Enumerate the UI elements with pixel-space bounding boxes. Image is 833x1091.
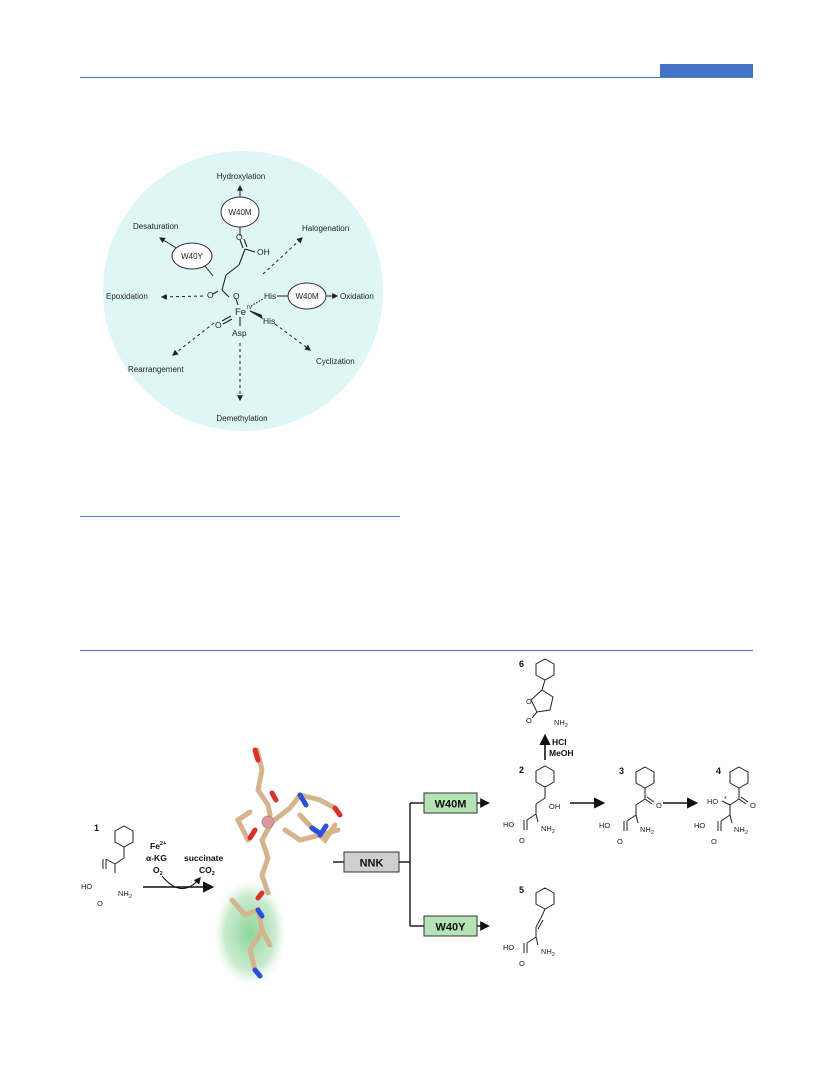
reaction-arrows — [158, 184, 339, 402]
c4-nh2: NH2 — [734, 825, 748, 836]
label-desaturation: Desaturation — [133, 222, 178, 231]
enzyme-active-site — [229, 747, 343, 979]
label-demethylation: Demethylation — [216, 414, 267, 423]
section-rule — [80, 650, 753, 651]
c5-nh2: NH2 — [541, 947, 555, 958]
oval-left-w40y-label: W40Y — [181, 252, 203, 261]
c2-o: O — [519, 836, 525, 845]
enzyme-glow — [214, 880, 286, 986]
c1-ho: HO — [81, 882, 92, 891]
figure-reaction-scheme: 1 HO O NH2 Fe2+ α-KG O2 succinate CO2 — [81, 658, 756, 986]
caption-rule — [80, 516, 400, 517]
iron-atom — [261, 815, 275, 829]
c3-ho: HO — [599, 821, 610, 830]
c2-oh: OH — [549, 802, 560, 811]
label-oh: OH — [257, 247, 270, 257]
oval-top-w40m-label: W40M — [228, 208, 251, 217]
c2-ho: HO — [503, 820, 514, 829]
c3-o-ketone: O — [656, 801, 662, 810]
compound-3-number: 3 — [619, 766, 624, 776]
label-o-ring: O — [233, 291, 240, 301]
header-tab — [660, 64, 753, 77]
c6-o-carbonyl: O — [526, 716, 532, 725]
reagent-meoh: MeOH — [549, 748, 574, 758]
oval-right-w40m-label: W40M — [295, 292, 318, 301]
label-o-top: O — [236, 232, 243, 242]
compound-6-structure — [530, 658, 555, 719]
label-fe: Fe — [235, 307, 246, 318]
background-circle — [103, 151, 383, 431]
cofactor-o2: O2 — [153, 865, 163, 877]
compound-4-number: 4 — [716, 766, 721, 776]
compound-3-structure — [623, 766, 655, 831]
label-hydroxylation: Hydroxylation — [217, 172, 265, 181]
c5-ho: HO — [503, 943, 514, 952]
w40m-box-label: W40M — [435, 799, 467, 811]
branch-lines — [399, 798, 490, 931]
c2-nh2: NH2 — [541, 824, 555, 835]
c3-nh2: NH2 — [640, 825, 654, 836]
label-asp: Asp — [232, 328, 247, 338]
cofactor-succinate: succinate — [184, 853, 223, 863]
cofactor-akg: α-KG — [146, 853, 167, 863]
label-o-oxo: O — [215, 320, 222, 330]
c4-ho: HO — [694, 821, 705, 830]
iron-center-structure — [212, 238, 264, 326]
c5-o: O — [519, 959, 525, 968]
c4-asterisk: * — [724, 796, 727, 803]
c6-nh2: NH2 — [554, 718, 568, 729]
label-his-1: His — [264, 291, 276, 301]
nnk-label: NNK — [360, 858, 384, 870]
label-halogenation: Halogenation — [302, 224, 349, 233]
w40y-box — [423, 915, 478, 937]
compound-1-number: 1 — [94, 823, 99, 833]
w40m-box — [423, 792, 478, 814]
compound-2-number: 2 — [519, 765, 524, 775]
c1-nh2: NH2 — [118, 889, 132, 900]
compound-5-number: 5 — [519, 885, 524, 895]
compound-4-structure — [717, 766, 749, 831]
compound-5-structure — [523, 887, 555, 953]
compound-2-structure — [523, 765, 555, 830]
c4-o-ketone: O — [750, 801, 756, 810]
label-his-2: His — [263, 316, 275, 326]
c1-o: O — [97, 899, 103, 908]
c4-o: O — [711, 837, 717, 846]
oval-top-w40m — [220, 196, 260, 228]
cofactor-fe: Fe2+ — [150, 841, 166, 851]
w40y-box-label: W40Y — [436, 922, 467, 934]
label-fe-ox: IV — [247, 305, 253, 311]
cofactor-curve-arrow — [161, 875, 201, 889]
c6-o-ring: O — [526, 697, 532, 706]
label-cyclization: Cyclization — [316, 357, 355, 366]
oval-left-w40y — [171, 242, 213, 270]
c4-ho-top: HO — [707, 797, 718, 806]
label-rearrangement: Rearrangement — [128, 365, 184, 374]
reagent-hcl: HCl — [552, 737, 567, 747]
label-oxidation: Oxidation — [340, 292, 374, 301]
label-o-left: O — [207, 290, 214, 300]
compound-6-number: 6 — [519, 659, 524, 669]
label-epoxidation: Epoxidation — [106, 292, 148, 301]
oval-right-w40m — [287, 282, 327, 310]
compound-1-structure — [102, 825, 134, 873]
cofactor-co2: CO2 — [199, 865, 215, 877]
c3-o: O — [617, 837, 623, 846]
header-rule — [80, 77, 753, 78]
